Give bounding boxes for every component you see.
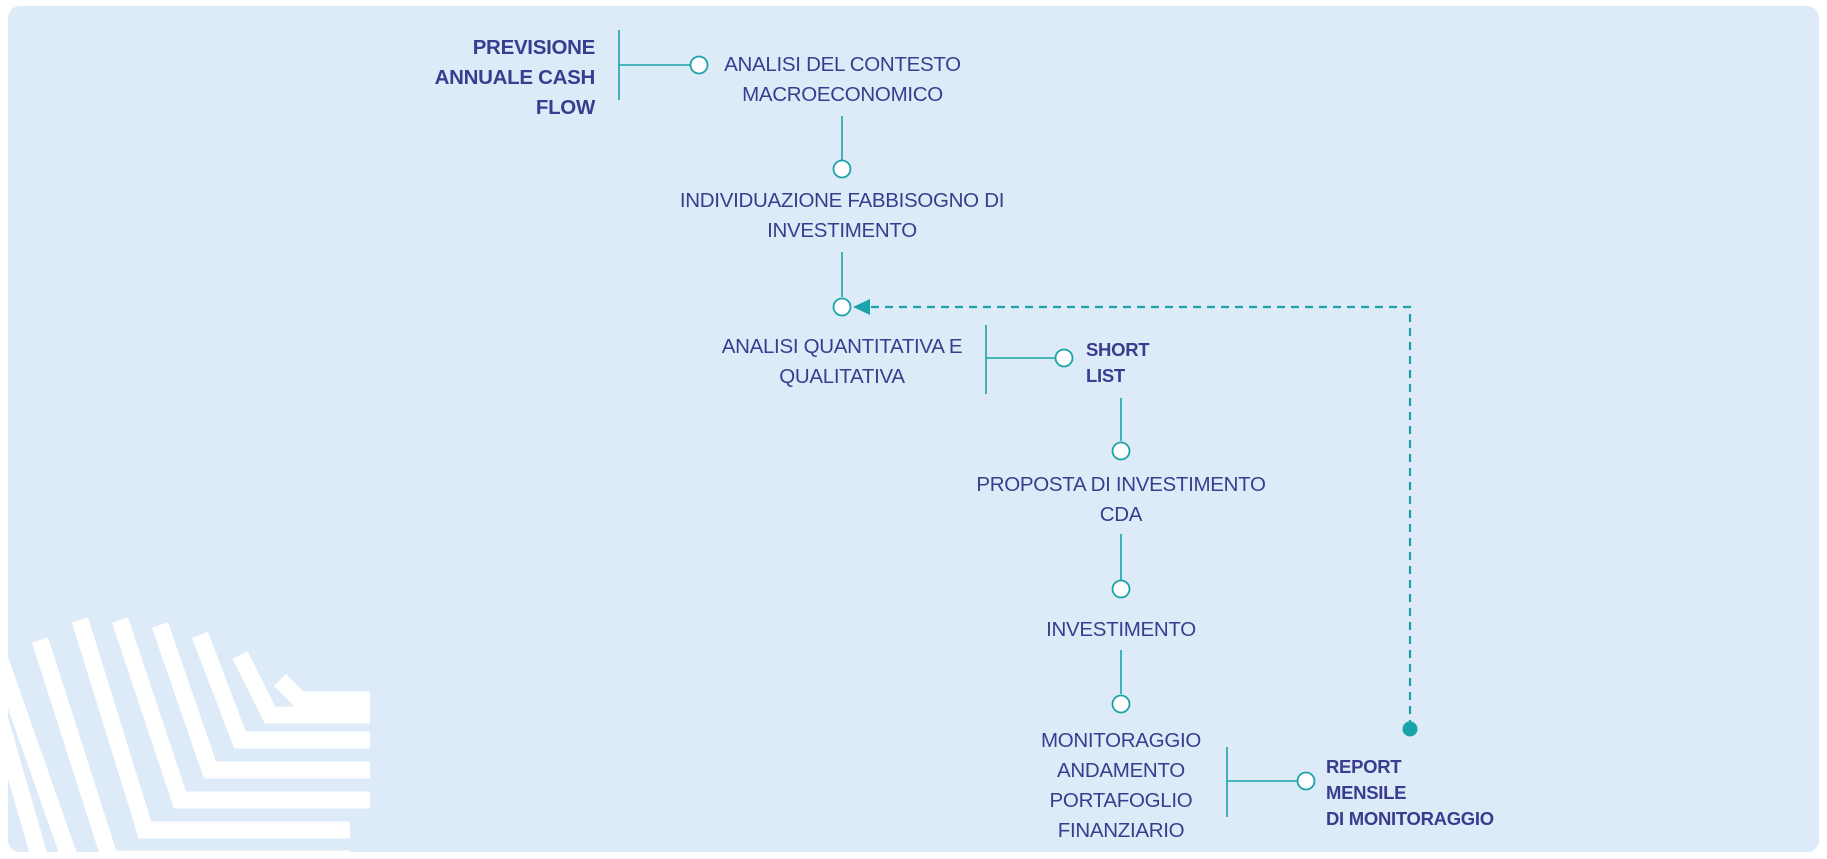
node-circle-short-list xyxy=(1054,348,1074,368)
label-line: ANNUALE CASH xyxy=(434,66,596,89)
feedback-loop xyxy=(853,299,1418,737)
label-analisi-contesto: ANALISI DEL CONTESTO MACROECONOMICO xyxy=(700,50,985,110)
label-line: PREVISIONE xyxy=(472,36,596,59)
label-analisi-quantitativa: ANALISI QUANTITATIVA E QUALITATIVA xyxy=(692,332,992,392)
label-short-list: SHORT LIST xyxy=(1086,337,1206,389)
label-line: INVESTIMENTO xyxy=(767,219,917,242)
node-circle-report xyxy=(1296,771,1316,791)
feedback-dashed-line xyxy=(868,305,1412,728)
node-circle-monitoraggio xyxy=(1111,694,1131,714)
connector-lines xyxy=(618,30,1297,817)
label-line: REPORT xyxy=(1326,756,1402,777)
label-line: FINANZIARIO xyxy=(1057,819,1185,842)
arrow-head-icon xyxy=(853,299,870,315)
label-line: LIST xyxy=(1086,365,1125,386)
label-line: MACROECONOMICO xyxy=(742,83,943,106)
label-line: INDIVIDUAZIONE FABBISOGNO DI xyxy=(679,189,1005,212)
label-line: MENSILE xyxy=(1326,782,1407,803)
label-line: CDA xyxy=(1099,503,1143,526)
corner-stripes-decoration xyxy=(8,617,370,852)
node-circle-analisi-contesto xyxy=(689,55,709,75)
label-line: ANALISI DEL CONTESTO xyxy=(724,53,961,76)
node-circle-analisi-quant xyxy=(832,297,852,317)
label-line: FLOW xyxy=(535,96,595,119)
label-fabbisogno: INDIVIDUAZIONE FABBISOGNO DI INVESTIMENT… xyxy=(642,186,1042,246)
node-circle-proposta xyxy=(1111,441,1131,461)
feedback-start-dot xyxy=(1402,721,1418,737)
label-line: SHORT xyxy=(1086,339,1150,360)
node-circle-fabbisogno xyxy=(832,159,852,179)
node-circles xyxy=(689,55,1316,791)
node-circle-investimento xyxy=(1111,579,1131,599)
label-line: MONITORAGGIO xyxy=(1040,729,1202,752)
label-monitoraggio: MONITORAGGIO ANDAMENTO PORTAFOGLIO FINAN… xyxy=(1011,726,1231,846)
label-investimento: INVESTIMENTO xyxy=(991,615,1251,645)
label-line: PROPOSTA DI INVESTIMENTO xyxy=(976,473,1266,496)
label-line: PORTAFOGLIO xyxy=(1049,789,1193,812)
label-line: ANDAMENTO xyxy=(1057,759,1185,782)
label-line: QUALITATIVA xyxy=(779,365,905,388)
label-line: ANALISI QUANTITATIVA E xyxy=(721,335,963,358)
label-previsione: PREVISIONE ANNUALE CASH FLOW xyxy=(395,33,596,123)
label-proposta: PROPOSTA DI INVESTIMENTO CDA xyxy=(951,470,1291,530)
label-line: DI MONITORAGGIO xyxy=(1326,808,1494,829)
label-line: INVESTIMENTO xyxy=(1046,618,1196,641)
label-report: REPORT MENSILE DI MONITORAGGIO xyxy=(1326,754,1526,832)
